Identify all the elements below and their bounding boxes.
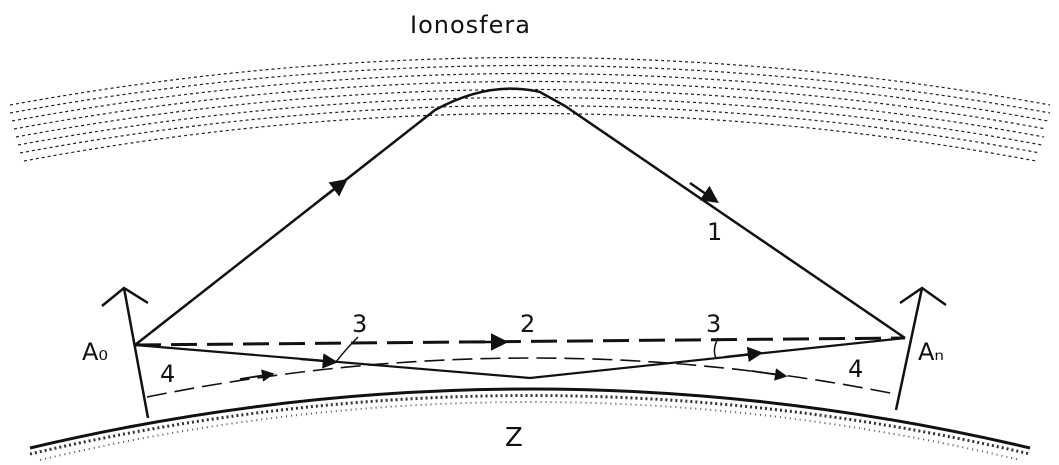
earth-label: Z xyxy=(505,423,523,453)
ionosphere-layer xyxy=(9,56,1051,162)
reflected-wave-pointer-left xyxy=(335,336,359,363)
sky-wave-arrow-down xyxy=(689,181,719,203)
direct-wave-ray xyxy=(134,336,906,347)
ray-2-label: 2 xyxy=(520,310,535,338)
receiver-label: Aₙ xyxy=(918,338,944,366)
reflected-wave-arrow-left xyxy=(299,353,339,369)
reflected-wave-pointer-right xyxy=(713,337,719,359)
surface-wave-arrow-left xyxy=(239,369,275,382)
receiver-antenna xyxy=(894,286,947,411)
sky-wave-ray xyxy=(134,87,906,346)
ray-3-label-left: 3 xyxy=(352,310,367,338)
surface-wave-ray xyxy=(146,357,901,398)
ray-4-label-left: 4 xyxy=(160,360,175,388)
earth-surface xyxy=(29,387,1031,461)
sky-wave-arrow-up xyxy=(319,178,348,201)
ray-1-label: 1 xyxy=(707,218,722,246)
transmitter-antenna xyxy=(101,286,150,419)
ray-4-label-right: 4 xyxy=(848,355,863,383)
transmitter-label: A₀ xyxy=(82,338,108,366)
surface-wave-arrow-right xyxy=(751,368,788,381)
ionosphere-label: Ionosfera xyxy=(410,11,531,39)
reflected-wave-ray xyxy=(134,336,906,380)
ray-3-label-right: 3 xyxy=(706,310,721,338)
reflected-wave-arrow-right xyxy=(724,346,764,363)
